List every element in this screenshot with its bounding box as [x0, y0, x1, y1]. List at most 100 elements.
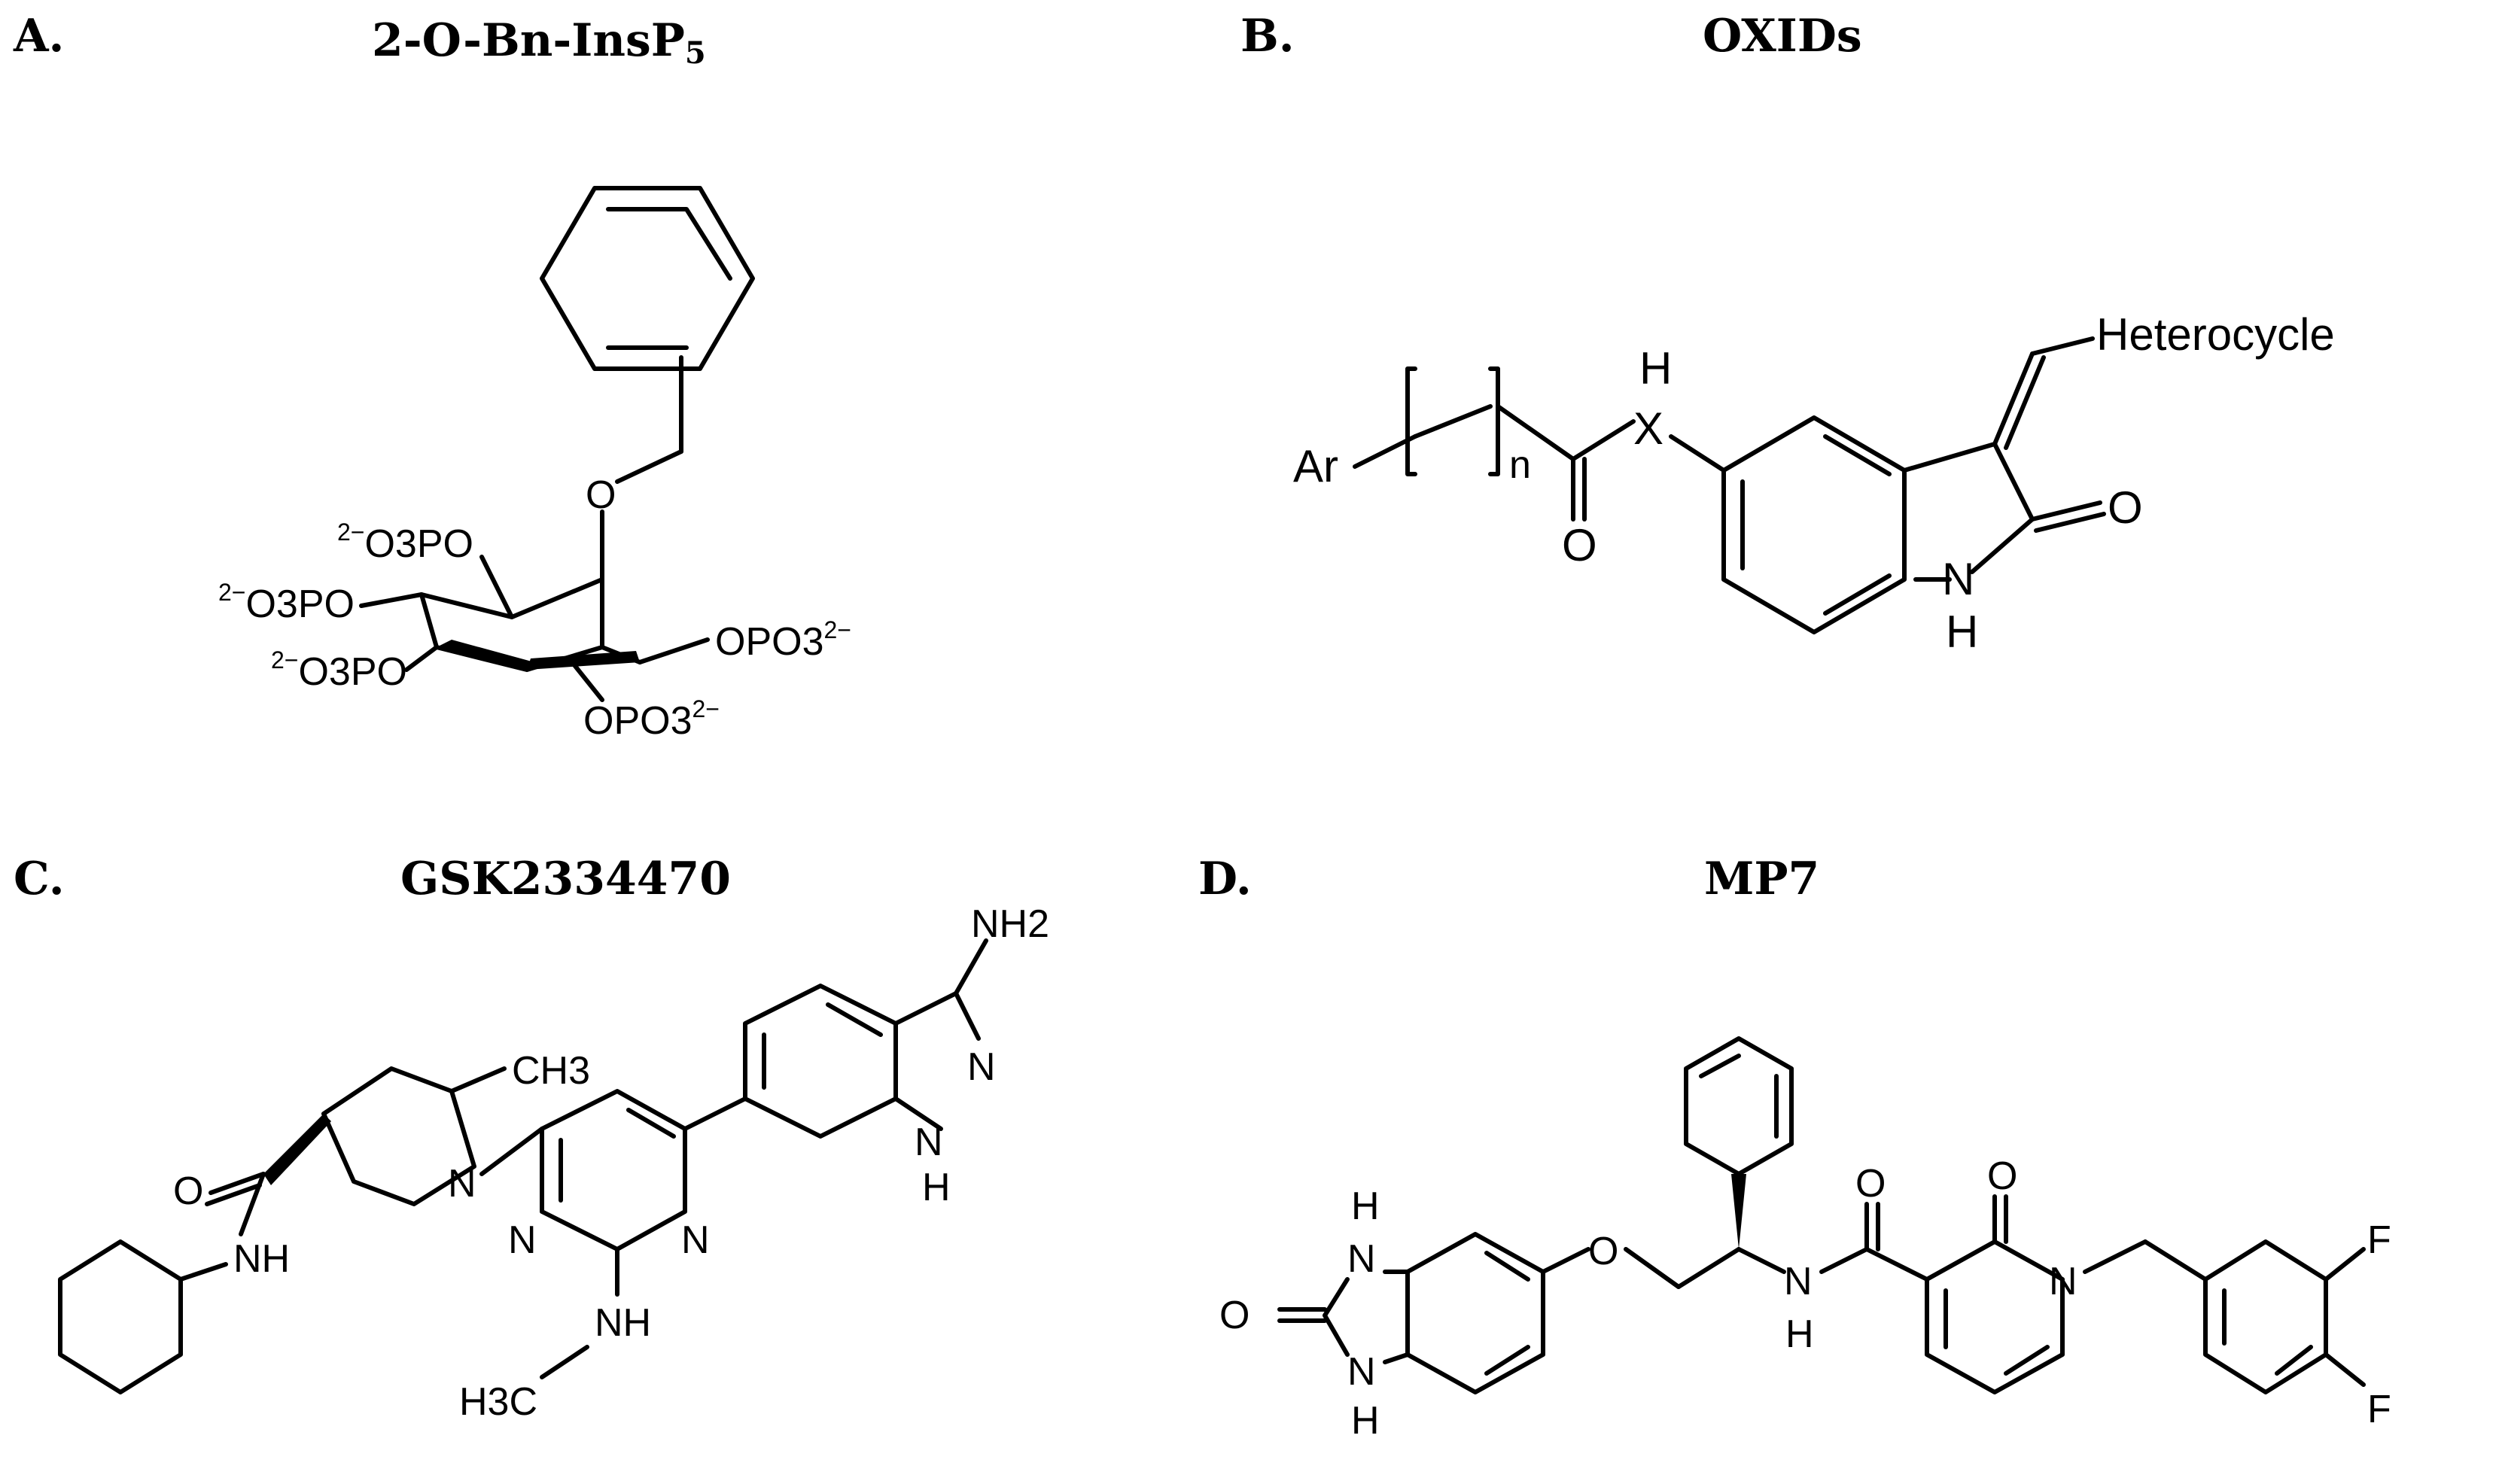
c-c-o-1: [209, 1172, 266, 1195]
structure-a: O 2−O3PO 2−O3PO 2−O3PO OPO32− OPO32−: [218, 186, 851, 743]
c-methylamine-nh: NH: [595, 1301, 651, 1345]
panel-c-title: GSK2334470: [400, 853, 731, 905]
b-c2-bond: [1992, 442, 2035, 522]
b-chain-bond: [1413, 404, 1493, 439]
c-indazole-c3: [893, 991, 958, 1026]
c-c7a-n1: [893, 1096, 943, 1131]
b-ring-inner-2: [1823, 434, 1892, 476]
b-nh-n-label: N: [1942, 554, 1974, 604]
panel-d-title: MP7: [1704, 853, 1820, 905]
d-benzene-ring: [1405, 1232, 1545, 1394]
a-opo-label-2: 2−O3PO: [218, 579, 355, 626]
c-methyl-bond: [449, 1066, 507, 1093]
d-pyridone-n: N: [2049, 1260, 2077, 1303]
b-exo-1: [1992, 351, 2035, 446]
d-c-f-top: [2324, 1247, 2366, 1282]
b-c2-o-1: [2030, 500, 2102, 522]
d-n-ch2: [2083, 1239, 2147, 1274]
d-c-f-bottom: [2324, 1352, 2366, 1387]
c-nh2-label: NH2: [971, 902, 1049, 946]
b-c3-bond: [1902, 442, 1997, 473]
d-ether-oxygen: O: [1588, 1230, 1618, 1273]
b-x-label: X: [1633, 403, 1663, 454]
b-chain-carbonyl: [1496, 404, 1575, 461]
d-fluorine-bottom: F: [2367, 1388, 2391, 1431]
b-exo-2: [2004, 355, 2046, 450]
c-piperidine-ring: [321, 1066, 476, 1206]
b-c2-o-2: [2034, 512, 2106, 533]
c-c-nh: [239, 1172, 266, 1236]
panel-a-letter: A.: [14, 10, 65, 62]
c-indazole-benzene: [743, 984, 898, 1139]
c-n-pyrimidine: [479, 1127, 544, 1176]
c-pyrimidine-ring: [540, 1089, 687, 1251]
c-amide-oxygen: O: [173, 1169, 203, 1213]
c-pyrim-n-right: N: [681, 1218, 710, 1262]
a-opo3-label-bottom: OPO32−: [583, 695, 720, 743]
c-indazole-inner-2: [826, 1002, 883, 1037]
d-benz-o: [1541, 1247, 1590, 1274]
b-n-subscript: n: [1509, 443, 1531, 487]
a-ring-bond: [600, 645, 642, 664]
a-ring-wedge-1: [437, 640, 534, 670]
d-wedge-phenyl: [1731, 1174, 1746, 1249]
a-ether-oxygen: O: [586, 473, 616, 517]
c-nh-ch3: [540, 1345, 589, 1379]
panel-b-letter: B.: [1240, 10, 1295, 62]
a-c-opo-lower-left: [404, 645, 439, 672]
d-ch2-aryl: [2143, 1239, 2208, 1282]
b-nh-h-label: H: [1946, 607, 1978, 657]
panel-b-title: OXIDs: [1703, 10, 1862, 62]
c-nh-label: NH: [233, 1237, 290, 1281]
a-opo-label-3: 2−O3PO: [271, 646, 407, 694]
a-benzene-inner-1: [606, 207, 732, 281]
c-indazole-h: H: [922, 1166, 951, 1209]
c-pyrim-indazole: [683, 1096, 747, 1131]
d-nh-bottom-h: H: [1351, 1399, 1380, 1443]
c-indazole-n2: N: [967, 1045, 996, 1089]
c-nh-cyclohexyl: [178, 1262, 228, 1282]
c-ch3-label: CH3: [512, 1049, 590, 1093]
a-c-opo-right: [638, 637, 710, 664]
d-fluorine-top: F: [2367, 1218, 2391, 1262]
c-pyrim-n-left: N: [508, 1218, 537, 1262]
d-o-ch2: [1624, 1247, 1681, 1289]
d-benz-inner-1: [1484, 1251, 1530, 1282]
a-c-opo-bottom: [570, 660, 604, 702]
d-pyridone-oxygen: O: [1987, 1154, 2017, 1198]
panel-a-title-sub: 5: [684, 35, 706, 71]
d-benz-inner-2: [1484, 1345, 1530, 1376]
panel-d-letter: D.: [1198, 853, 1252, 905]
b-x-ring: [1669, 434, 1726, 473]
b-ar-label: Ar: [1293, 441, 1338, 491]
d-amide-n: N: [1784, 1260, 1813, 1303]
a-c-opo-top: [479, 555, 514, 619]
d-co-pyridone: [1864, 1247, 1929, 1282]
b-oxo-oxygen: O: [2108, 482, 2143, 533]
a-opo-label-1: 2−O3PO: [337, 518, 473, 566]
c-c-o-2: [205, 1183, 262, 1206]
panel-a-title: 2-O-Bn-InsP5: [372, 18, 706, 68]
d-oxo-oxygen: O: [1219, 1294, 1250, 1337]
b-ring-inner-3: [1823, 573, 1892, 616]
c-c3-n2: [954, 991, 981, 1041]
d-phenyl-inner-1: [1699, 1054, 1741, 1078]
c-pyrim-inner-2: [626, 1108, 676, 1139]
d-nh-bottom-n: N: [1347, 1350, 1376, 1394]
c-piperidine-n: N: [448, 1162, 476, 1206]
d-phenyl-ring: [1684, 1036, 1794, 1176]
b-bracket-right: [1488, 366, 1500, 476]
c-wedge-amide: [263, 1114, 331, 1185]
b-exo-chain: [2030, 336, 2095, 356]
structure-c: CH3 O NH N N N NH H3C NH2 N N H: [58, 902, 1049, 1424]
c-c3-nh2: [954, 938, 988, 996]
a-ch2-o-bond: [615, 449, 683, 484]
d-nh-co: [1819, 1247, 1869, 1274]
d-pyridone-inner-2: [2004, 1345, 2050, 1376]
panel-c-letter: C.: [14, 853, 65, 905]
d-imidazolone-left: [1323, 1277, 1350, 1357]
a-benzene-ring: [540, 186, 755, 371]
d-amide-oxygen: O: [1855, 1162, 1886, 1206]
b-ar-bond: [1353, 434, 1417, 469]
c-h3c-label: H3C: [459, 1380, 537, 1424]
